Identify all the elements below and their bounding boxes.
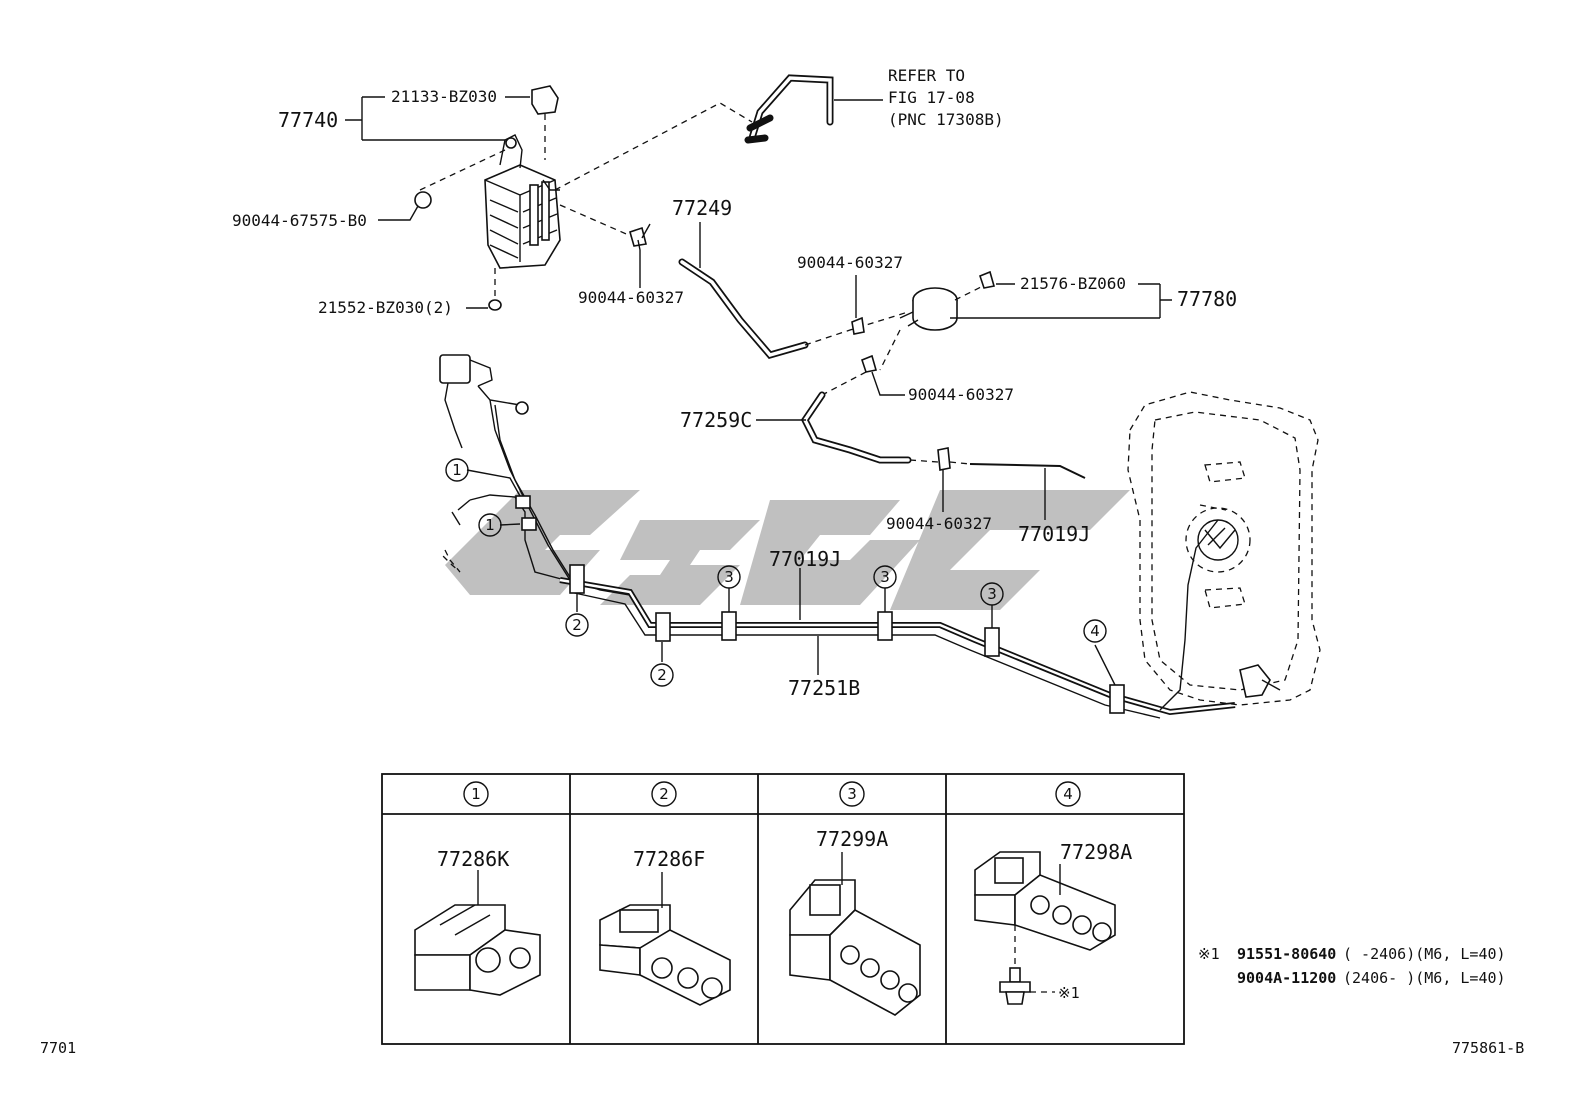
table-part-77298a: 77298A [1060, 840, 1132, 864]
label-21133-bz030: 21133-BZ030 [391, 87, 497, 106]
table-part-77286f: 77286F [633, 847, 705, 871]
vent-valve [899, 287, 958, 331]
charcoal-canister [484, 134, 561, 269]
clamp-77298a-icon [974, 851, 1116, 951]
note-line1-spec: ( -2406)(M6, L=40) [1343, 945, 1506, 963]
label-77259c: 77259C [680, 408, 752, 432]
table-header-1: 1 [471, 785, 481, 803]
note-line2-spec: (2406- )(M6, L=40) [1343, 969, 1506, 987]
label-77019j-main: 77019J [769, 547, 841, 571]
clip-icon [414, 191, 432, 209]
label-90044-60327-c: 90044-60327 [908, 385, 1014, 404]
refer-pipe [744, 74, 834, 144]
clamp-3a [721, 611, 737, 641]
label-77251b: 77251B [788, 676, 860, 700]
hose-77249 [678, 258, 809, 359]
table-part-77299a: 77299A [816, 827, 888, 851]
footer-right: 775861-B [1452, 1039, 1524, 1057]
canister-cap [531, 85, 559, 115]
clamp-2a [569, 564, 585, 594]
clamp-4 [1109, 684, 1125, 714]
callout-1b: 1 [485, 516, 495, 534]
watermark-logo [445, 490, 1130, 610]
table-header-3: 3 [847, 785, 857, 803]
refer-line-2: FIG 17-08 [888, 88, 975, 107]
clamp-reference-table [381, 773, 1185, 1045]
label-77780: 77780 [1177, 287, 1237, 311]
bolt-icon [999, 967, 1031, 1005]
clamp-77286k-icon [414, 870, 541, 996]
callout-3c: 3 [987, 585, 997, 603]
note-line2-part: 9004A-11200 [1237, 969, 1336, 987]
callout-2a: 2 [572, 616, 582, 634]
note-line1-part: 91551-80640 [1237, 945, 1336, 963]
clamp-2b [655, 612, 671, 642]
clamp-3c [984, 627, 1000, 657]
valve-clip-icon [979, 270, 996, 289]
refer-line-1: REFER TO [888, 66, 965, 85]
clamp-icon [629, 226, 647, 247]
hose-77259c [800, 391, 912, 464]
callout-3b: 3 [880, 568, 890, 586]
label-77740: 77740 [278, 108, 338, 132]
table-part-77286k: 77286K [437, 847, 509, 871]
table-header-4: 4 [1063, 785, 1073, 803]
grommet-icon [488, 299, 502, 311]
clamp-icon [937, 447, 951, 471]
bolt-ref-mark: ※1 [1058, 984, 1080, 1002]
clamp-icon [851, 316, 865, 335]
footer-left: 7701 [40, 1039, 76, 1057]
clamp-3b [877, 611, 893, 641]
refer-line-3: (PNC 17308B) [888, 110, 1004, 129]
clamp-77299a-icon [789, 852, 921, 1016]
hose-77019j-upper [969, 463, 1086, 479]
note-ref-mark: ※1 [1198, 945, 1220, 963]
clamp-77286f-icon [599, 872, 731, 1006]
clamp-icon [861, 354, 878, 373]
label-21576-bz060: 21576-BZ060 [1020, 274, 1126, 293]
label-90044-60327-b: 90044-60327 [797, 253, 903, 272]
callout-1a: 1 [452, 461, 462, 479]
callout-4: 4 [1090, 622, 1100, 640]
callout-2b: 2 [657, 666, 667, 684]
fuel-tank [1127, 391, 1321, 711]
label-77019j-upper: 77019J [1018, 522, 1090, 546]
callout-3a: 3 [724, 568, 734, 586]
label-77249: 77249 [672, 196, 732, 220]
label-90044-67575-b0: 90044-67575-B0 [232, 211, 367, 230]
label-21552-bz030: 21552-BZ030(2) [318, 298, 453, 317]
label-90044-60327-a: 90044-60327 [578, 288, 684, 307]
label-90044-60327-d: 90044-60327 [886, 514, 992, 533]
table-header-2: 2 [659, 785, 669, 803]
